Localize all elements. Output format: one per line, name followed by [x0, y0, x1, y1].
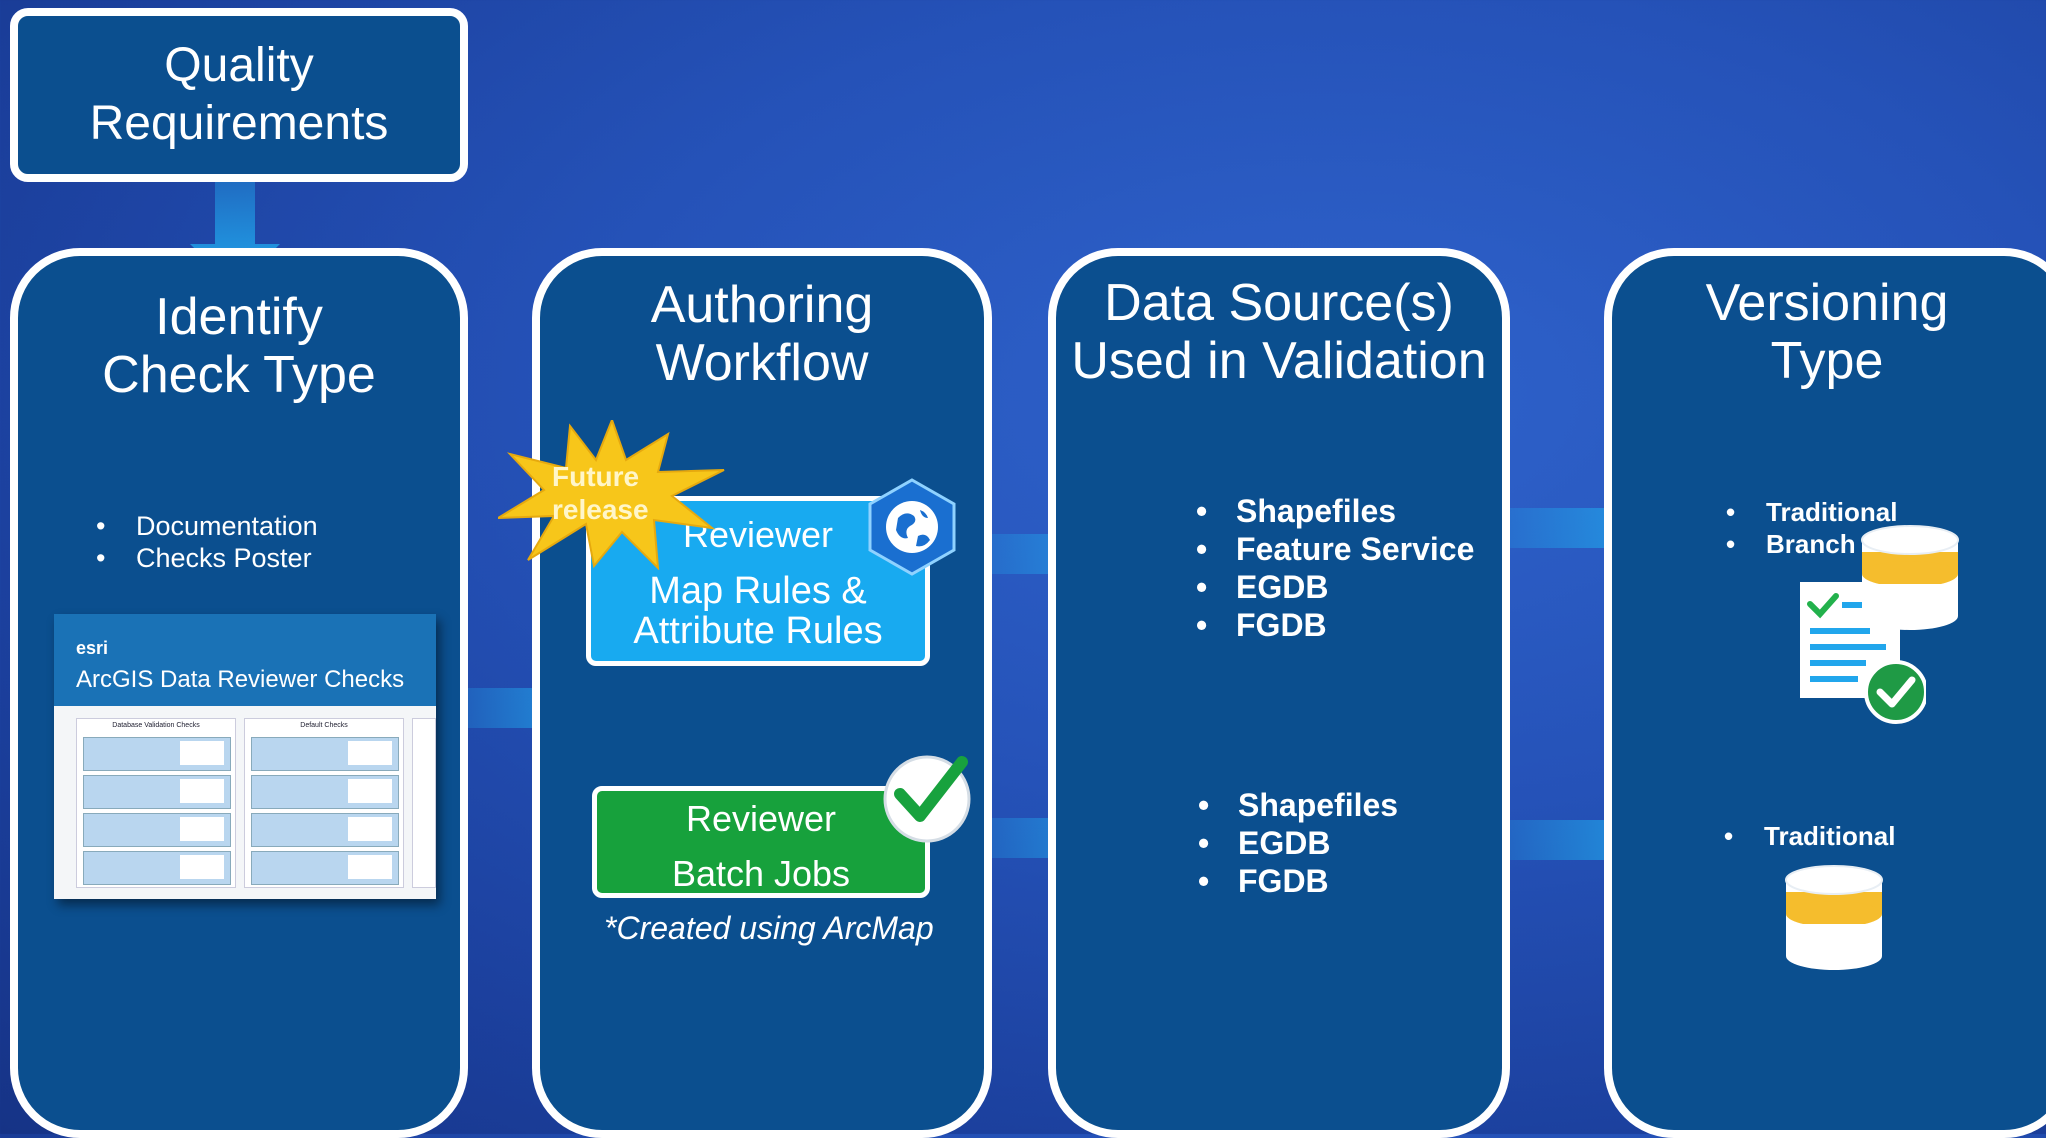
- list-item: Checks Poster: [96, 542, 318, 574]
- documentation-list: Documentation Checks Poster: [96, 510, 318, 574]
- poster-col1-header: Database Validation Checks: [112, 722, 200, 729]
- data-sources-list-1: Shapefiles Feature Service EGDB FGDB: [1196, 492, 1474, 644]
- data-sources-title-line2: Used in Validation: [1071, 332, 1487, 390]
- checks-poster-image: esri ArcGIS Data Reviewer Checks Databas…: [54, 614, 436, 899]
- list-item: Branch: [1726, 528, 1897, 560]
- arcgis-globe-icon: [868, 478, 956, 576]
- versioning-title-line2: Type: [1770, 332, 1884, 390]
- database-icon: [1861, 525, 1959, 630]
- esri-logo: esri: [76, 638, 109, 658]
- versioning-title: Versioning Type: [1604, 274, 2046, 390]
- list-item: EGDB: [1196, 568, 1474, 606]
- list-item: Traditional: [1726, 496, 1897, 528]
- poster-title: ArcGIS Data Reviewer Checks: [76, 666, 405, 693]
- quality-requirements-box: Quality Requirements: [10, 8, 468, 182]
- list-item: Shapefiles: [1198, 786, 1398, 824]
- data-sources-panel: [1048, 248, 1510, 1138]
- quality-requirements-title: Quality Requirements: [89, 39, 389, 150]
- authoring-title-line2: Workflow: [655, 334, 869, 392]
- identify-title-line1: Identify: [155, 288, 323, 346]
- database-icon: [1785, 865, 1883, 970]
- versioning-list-1: Traditional Branch: [1726, 496, 1897, 560]
- versioning-type-panel: [1604, 248, 2046, 1138]
- list-item: FGDB: [1198, 862, 1398, 900]
- poster-col2-header: Default Checks: [300, 722, 348, 729]
- list-item: FGDB: [1196, 606, 1474, 644]
- map-rules-line3: Attribute Rules: [633, 610, 883, 652]
- future-release-burst: [498, 420, 725, 570]
- list-item: Traditional: [1724, 820, 1895, 852]
- data-sources-list-2: Shapefiles EGDB FGDB: [1198, 786, 1398, 900]
- versioning-list-2: Traditional: [1724, 820, 1895, 852]
- authoring-title-line1: Authoring: [650, 276, 874, 334]
- checkmark-badge-icon: [883, 755, 971, 843]
- authoring-title: Authoring Workflow: [532, 276, 992, 392]
- list-item: EGDB: [1198, 824, 1398, 862]
- future-release-label: Future release: [552, 461, 649, 525]
- map-rules-line2: Map Rules &: [649, 570, 867, 612]
- identify-title-line2: Check Type: [102, 346, 376, 404]
- batch-jobs-line1: Reviewer: [685, 798, 837, 839]
- list-item: Feature Service: [1196, 530, 1474, 568]
- versioning-title-line1: Versioning: [1705, 274, 1949, 332]
- list-item: Shapefiles: [1196, 492, 1474, 530]
- reviewer-batch-jobs-button[interactable]: Reviewer Batch Jobs: [592, 786, 930, 898]
- batch-jobs-line2: Batch Jobs: [671, 853, 851, 894]
- identify-title: Identify Check Type: [10, 288, 468, 404]
- data-sources-title-line1: Data Source(s): [1104, 274, 1454, 332]
- created-using-arcmap-caption: *Created using ArcMap: [604, 910, 934, 946]
- data-sources-title: Data Source(s) Used in Validation: [1048, 274, 1510, 390]
- list-item: Documentation: [96, 510, 318, 542]
- map-rules-line1: Reviewer: [682, 514, 834, 555]
